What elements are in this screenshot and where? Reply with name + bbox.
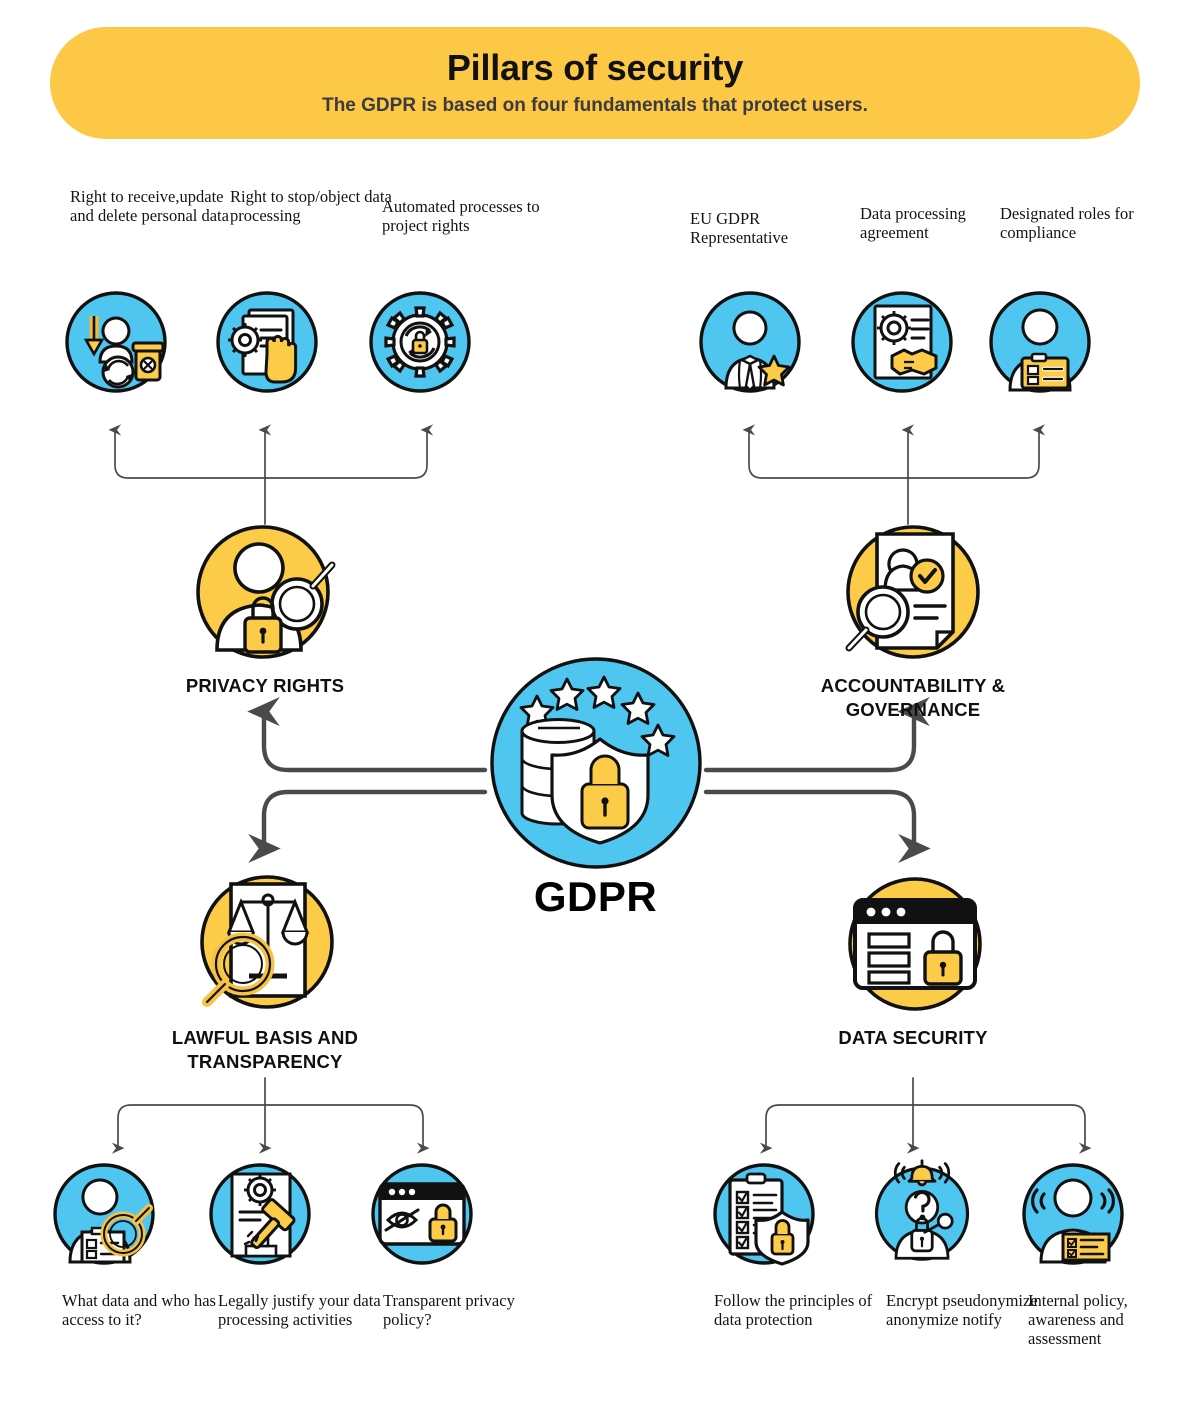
leaf-eu-gdpr-representative[interactable]: EU GDPR Representative (690, 209, 860, 248)
scales-document-magnifier-icon (200, 875, 334, 1009)
gear-refresh-lock-icon (369, 291, 471, 393)
checklist-shield-lock-icon (713, 1163, 815, 1266)
leaf-right-to-receive-update-delete[interactable]: Right to receive,update and delete perso… (70, 187, 240, 226)
leaf-encrypt-pseudonymize[interactable]: Encrypt pseudonymize anonymize notify (886, 1291, 1056, 1330)
leaf-automated-processes[interactable]: Automated processes to project rights (382, 197, 552, 236)
leaf-what-data-who-access[interactable]: What data and who has access to it? (62, 1291, 232, 1330)
leaf-label: Automated processes to project rights (382, 197, 540, 235)
leaf-data-processing-agreement[interactable]: Data processing agreement (860, 204, 1030, 243)
user-lock-magnifier-icon (196, 525, 336, 659)
leaf-label: Designated roles for compliance (1000, 204, 1134, 242)
person-id-card-magnifier-icon (53, 1163, 155, 1265)
center-node-gdpr[interactable]: GDPR (473, 655, 718, 921)
document-gear-handshake-icon (851, 291, 953, 393)
pillar-privacy-rights[interactable]: PRIVACY RIGHTS (115, 520, 415, 698)
leaf-label: Follow the principles of data protection (714, 1291, 873, 1329)
leaf-label: Data processing agreement (860, 204, 966, 242)
pillar-label: PRIVACY RIGHTS (185, 675, 345, 696)
leaf-transparent-privacy-policy[interactable]: Transparent privacy policy? (383, 1291, 553, 1330)
leaf-label: Encrypt pseudonymize anonymize notify (886, 1291, 1038, 1329)
leaf-internal-policy-awareness[interactable]: Internal policy, awareness and assessmen… (1028, 1291, 1190, 1348)
leaf-label: Legally justify your data processing act… (218, 1291, 381, 1329)
leaf-legally-justify[interactable]: Legally justify your data processing act… (218, 1291, 388, 1330)
user-download-recycle-trash-icon (65, 291, 167, 393)
pillar-label: DATA SECURITY (838, 1027, 988, 1048)
center-label: GDPR (533, 873, 658, 920)
pillar-data-security[interactable]: DATA SECURITY (763, 872, 1063, 1050)
leaf-right-to-stop-object[interactable]: Right to stop/object data processing (230, 187, 400, 226)
page-title: Pillars of security (446, 46, 744, 88)
leaf-label: Right to receive,update and delete perso… (70, 187, 229, 225)
pillar-accountability-governance[interactable]: ACCOUNTABILITY & GOVERNANCE (763, 520, 1063, 721)
leaf-designated-roles-compliance[interactable]: Designated roles for compliance (1000, 204, 1170, 243)
page-subtitle: The GDPR is based on four fundamentals t… (322, 95, 868, 117)
person-tie-star-icon (699, 291, 801, 393)
leaf-label: Transparent privacy policy? (383, 1291, 515, 1329)
leaf-label: EU GDPR Representative (690, 209, 789, 247)
document-gear-hand-stop-icon (216, 291, 318, 393)
leaf-label: Right to stop/object data processing (230, 187, 392, 225)
question-person-bell-key-lock-icon (874, 1159, 970, 1261)
gdpr-database-shield-lock-eu-stars-icon (489, 657, 702, 869)
browser-form-lock-icon (848, 877, 982, 1011)
browser-hidden-eye-lock-icon (371, 1163, 473, 1265)
pillar-label: LAWFUL BASIS AND TRANSPARENCY (171, 1027, 359, 1072)
pillar-lawful-basis-transparency[interactable]: LAWFUL BASIS AND TRANSPARENCY (115, 872, 415, 1073)
document-gear-gavel-icon (209, 1163, 311, 1265)
person-checklist-card-sound-icon (1022, 1163, 1124, 1265)
leaf-label: Internal policy, awareness and assessmen… (1028, 1291, 1128, 1348)
leaf-label: What data and who has access to it? (62, 1291, 216, 1329)
pillar-label: ACCOUNTABILITY & GOVERNANCE (820, 675, 1006, 720)
person-id-badge-icon (989, 291, 1091, 393)
header-banner: Pillars of security The GDPR is based on… (50, 27, 1140, 139)
leaf-follow-principles[interactable]: Follow the principles of data protection (714, 1291, 884, 1330)
document-user-check-magnifier-icon (845, 525, 980, 659)
